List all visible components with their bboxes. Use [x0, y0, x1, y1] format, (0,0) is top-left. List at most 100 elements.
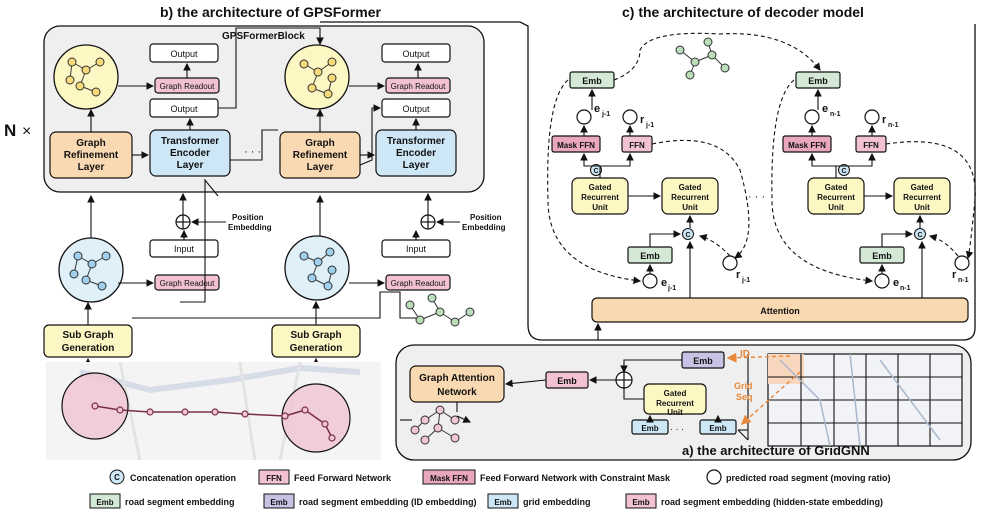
svg-text:C: C — [841, 168, 846, 175]
svg-text:Mask FFN: Mask FFN — [430, 474, 468, 483]
label-r-n1-top-sub: n-1 — [888, 122, 899, 129]
svg-text:Recurrent: Recurrent — [903, 193, 941, 202]
gridgnn-emb-blue-2: Emb — [699, 419, 737, 435]
svg-text:Emb: Emb — [641, 424, 658, 433]
graph-icon-bottom-1 — [58, 237, 124, 303]
svg-text:Gated: Gated — [911, 183, 934, 192]
decoder-emb-bottom-1: Emb — [627, 246, 673, 264]
legend-emb-green: Emb road segment embedding — [89, 493, 235, 509]
svg-text:Emb: Emb — [582, 76, 602, 86]
label-r-j1-bottom-sub: j-1 — [741, 277, 750, 284]
svg-text:C: C — [114, 473, 120, 482]
label-r-n1-bottom-sub: n-1 — [958, 277, 969, 284]
legend-emb-blue: Emb grid embedding — [487, 493, 591, 509]
label-e-n1-bottom: e — [893, 277, 899, 289]
svg-text:Emb: Emb — [96, 498, 113, 507]
decoder-panel — [320, 21, 976, 341]
svg-text:Layer: Layer — [307, 162, 334, 173]
label-e-n1-top-sub: n-1 — [830, 111, 841, 118]
svg-text:Emb: Emb — [640, 251, 660, 261]
transformer-encoder-layer-2: Transformer Encoder Layer — [375, 129, 457, 177]
svg-text:Refinement: Refinement — [64, 150, 119, 161]
svg-text:Recurrent: Recurrent — [817, 193, 855, 202]
svg-text:Layer: Layer — [78, 162, 105, 173]
svg-text:Recurrent: Recurrent — [671, 193, 709, 202]
svg-text:Emb: Emb — [494, 498, 511, 507]
label-r-j1-top-sub: j-1 — [645, 122, 654, 129]
svg-text:Graph Readout: Graph Readout — [160, 279, 215, 288]
gru-1b: Gated Recurrent Unit — [661, 177, 719, 215]
svg-text:Output: Output — [402, 49, 430, 59]
legend: C Concatenation operation FFN Feed Forwa… — [89, 469, 891, 509]
pred-node-r-n1-bottom — [954, 255, 970, 271]
svg-text:Feed Forward Network: Feed Forward Network — [294, 473, 392, 483]
svg-text:FFN: FFN — [266, 474, 282, 483]
svg-text:Generation: Generation — [62, 343, 115, 354]
svg-text:C: C — [685, 232, 690, 239]
pred-node-e-j1-top — [576, 109, 592, 125]
output-box-mid-1: Output — [149, 98, 219, 118]
svg-text:Mask FFN: Mask FFN — [557, 141, 595, 150]
svg-text:Emb: Emb — [808, 76, 828, 86]
pred-node-r-j1-top — [622, 109, 638, 125]
sub-graph-generation-2: Sub Graph Generation — [271, 324, 361, 358]
output-box-top-2: Output — [381, 43, 451, 63]
graph-icon-green-2 — [675, 37, 730, 80]
label-e-j1-bottom: e — [661, 277, 667, 289]
pred-node-e-n1-bottom — [874, 273, 890, 289]
label-e-j1-top: e — [594, 103, 600, 115]
legend-pred: predicted road segment (moving ratio) — [706, 469, 891, 485]
ffn-2: FFN — [855, 135, 887, 153]
svg-text:Unit: Unit — [914, 203, 930, 212]
gridgnn-ellipsis: · · · — [670, 424, 684, 434]
graph-readout-bottom-2: Graph Readout — [385, 274, 451, 291]
label-r-n1-bottom: r — [952, 269, 957, 281]
svg-text:FFN: FFN — [863, 141, 879, 150]
mask-ffn-1: Mask FFN — [551, 135, 601, 153]
input-box-2: Input — [381, 239, 451, 258]
ellipsis-gpsformer: · · · — [244, 146, 261, 158]
svg-text:Generation: Generation — [290, 343, 343, 354]
graph-refinement-layer-1: Graph Refinement Layer — [49, 131, 133, 179]
graph-icon-green-1 — [405, 293, 475, 327]
gru-2a: Gated Recurrent Unit — [807, 177, 865, 215]
svg-text:road segment embedding: road segment embedding — [125, 497, 235, 507]
id-label: ID — [740, 349, 750, 360]
concat-bottom-2: C — [914, 228, 926, 240]
svg-text:predicted road segment (moving: predicted road segment (moving ratio) — [726, 473, 891, 483]
graph-attention-network: Graph Attention Network — [409, 365, 505, 403]
position-add-1 — [175, 214, 191, 230]
svg-text:Attention: Attention — [760, 306, 800, 316]
grid-seq-label-2: Seq — [736, 392, 753, 402]
svg-text:Input: Input — [174, 244, 195, 254]
position-embedding-1a: Position — [232, 213, 264, 222]
attention-box: Attention — [591, 297, 969, 323]
svg-text:Input: Input — [406, 244, 427, 254]
pred-node-r-n1-top — [864, 109, 880, 125]
decoder-emb-bottom-2: Emb — [859, 246, 905, 264]
svg-text:Emb: Emb — [632, 498, 649, 507]
output-box-mid-2: Output — [381, 98, 451, 118]
pred-node-r-j1-bottom — [722, 255, 738, 271]
svg-text:Recurrent: Recurrent — [656, 399, 694, 408]
decoder-emb-top-2: Emb — [795, 71, 841, 89]
label-e-j1-bottom-sub: j-1 — [667, 285, 676, 292]
svg-text:Transformer: Transformer — [387, 136, 445, 147]
svg-text:Network: Network — [437, 387, 477, 398]
svg-text:Layer: Layer — [177, 160, 204, 171]
svg-text:Emb: Emb — [709, 424, 726, 433]
decoder-emb-top-1: Emb — [569, 71, 615, 89]
graph-readout-top-2: Graph Readout — [385, 77, 451, 94]
sub-graph-generation-1: Sub Graph Generation — [43, 324, 133, 358]
input-box-1: Input — [149, 239, 219, 258]
svg-text:Sub Graph: Sub Graph — [62, 330, 113, 341]
legend-emb-pink: Emb road segment embedding (hidden-state… — [625, 493, 883, 509]
svg-text:Mask FFN: Mask FFN — [788, 141, 826, 150]
repeat-n: N — [4, 121, 16, 140]
legend-mask-ffn: Mask FFN Feed Forward Network with Const… — [422, 469, 671, 485]
gru-2b: Gated Recurrent Unit — [893, 177, 951, 215]
svg-text:Gated: Gated — [825, 183, 848, 192]
svg-text:Graph Readout: Graph Readout — [391, 279, 446, 288]
svg-text:Gated: Gated — [589, 183, 612, 192]
